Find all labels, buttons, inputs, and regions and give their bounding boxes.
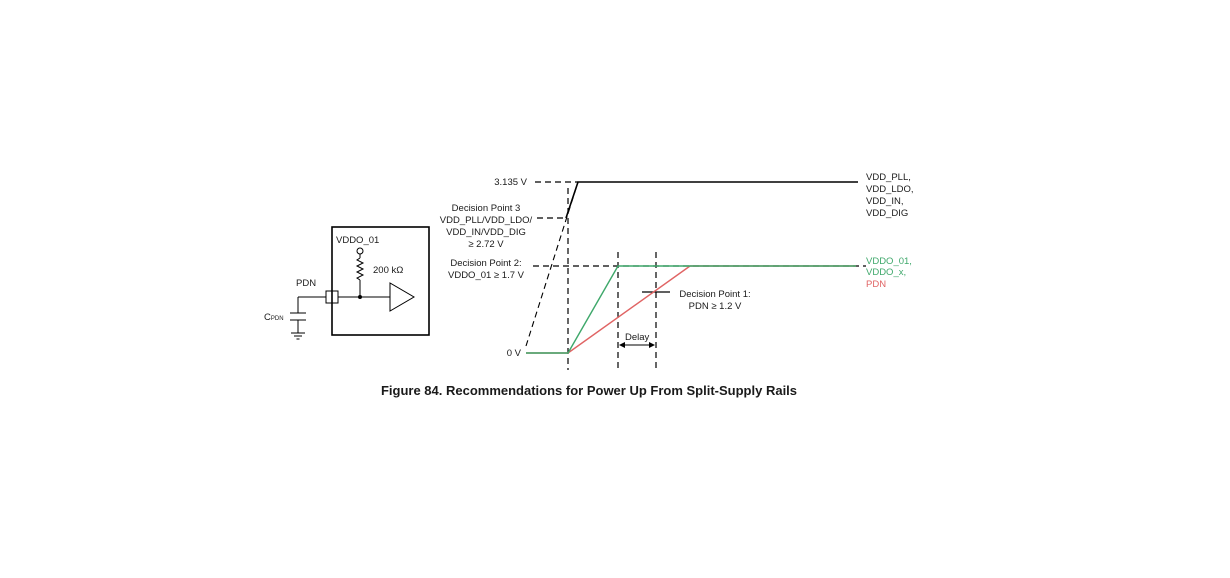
svg-text:VDD_PLL/VDD_LDO/: VDD_PLL/VDD_LDO/ [440, 215, 533, 226]
delay-label: Delay [625, 332, 650, 343]
timing-diagram: Delay 3.135 V 0 V Decision Point 3 VDD_P… [440, 172, 914, 370]
device-block [331, 226, 430, 336]
svg-text:VDDO_01,: VDDO_01, [866, 256, 912, 267]
svg-text:VDD_IN,: VDD_IN, [866, 196, 903, 207]
svg-text:VDDO_01 ≥ 1.7 V: VDDO_01 ≥ 1.7 V [448, 270, 525, 281]
ground-icon [291, 332, 305, 340]
pdn-legend: PDN [866, 279, 886, 290]
svg-text:Decision Point 3: Decision Point 3 [452, 203, 521, 214]
waveform-supply [565, 181, 858, 219]
circuit-schematic: VDDO_01 200 kΩ PDN CPDN [264, 226, 430, 340]
svg-text:VDD_IN/VDD_DIG: VDD_IN/VDD_DIG [446, 227, 526, 238]
pullup-resistor [355, 257, 365, 281]
delay-arrow [619, 342, 655, 348]
svg-text:VDD_DIG: VDD_DIG [866, 208, 908, 219]
decision-point-2-label: Decision Point 2: VDDO_01 ≥ 1.7 V [448, 258, 525, 281]
svg-text:≥ 2.72 V: ≥ 2.72 V [468, 239, 504, 250]
svg-text:Decision Point 2:: Decision Point 2: [450, 258, 521, 269]
decision-point-3-label: Decision Point 3 VDD_PLL/VDD_LDO/ VDD_IN… [440, 203, 533, 250]
supply-node [356, 247, 364, 255]
decision-point-1-label: Decision Point 1: PDN ≥ 1.2 V [679, 289, 750, 312]
resistor-label: 200 kΩ [373, 265, 403, 276]
supply-legend: VDD_PLL, VDD_LDO, VDD_IN, VDD_DIG [866, 172, 914, 219]
svg-text:VDD_PLL,: VDD_PLL, [866, 172, 911, 183]
pdn-pin-label: PDN [296, 278, 316, 289]
svg-text:VDD_LDO,: VDD_LDO, [866, 184, 914, 195]
capacitor-label: CPDN [264, 312, 284, 323]
svg-text:VDDO_x,: VDDO_x, [866, 267, 906, 278]
svg-text:PDN ≥ 1.2 V: PDN ≥ 1.2 V [689, 301, 742, 312]
waveform-vddo [526, 265, 856, 354]
figure-caption: Figure 84. Recommendations for Power Up … [381, 383, 797, 398]
level-0-label: 0 V [507, 348, 522, 359]
device-block-label: VDDO_01 [336, 235, 379, 246]
level-3135-label: 3.135 V [494, 177, 527, 188]
input-buffer [389, 282, 415, 312]
vddo-legend: VDDO_01, VDDO_x, [866, 256, 912, 278]
svg-text:Decision Point 1:: Decision Point 1: [679, 289, 750, 300]
